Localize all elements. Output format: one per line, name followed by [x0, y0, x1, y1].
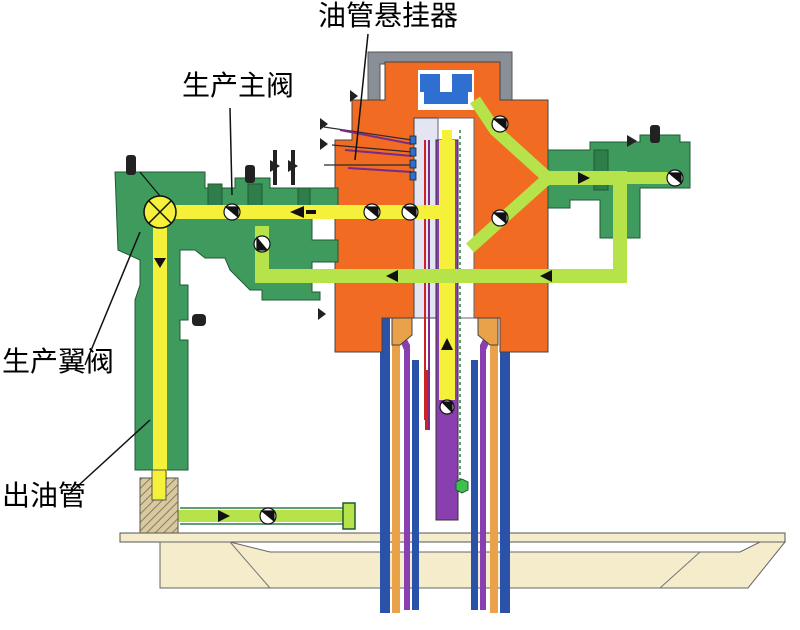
flow-arrow-icon — [154, 172, 590, 522]
outlet-fitting — [139, 469, 356, 534]
needle-valve-icon — [126, 90, 660, 326]
wing-valve-label: 生产翼阀 — [2, 345, 115, 378]
outlet-pipe-label: 出油管 — [2, 479, 87, 512]
leader-lines — [67, 33, 369, 496]
tubing-hanger-label: 油管悬挂器 — [318, 0, 459, 32]
master-valve-label: 生产主阀 — [182, 69, 295, 102]
end-cap-icon — [342, 502, 356, 530]
ball-valve-icon — [139, 115, 684, 525]
control-lines — [323, 126, 417, 181]
ground-base — [119, 532, 787, 589]
casing-strings — [380, 318, 510, 613]
